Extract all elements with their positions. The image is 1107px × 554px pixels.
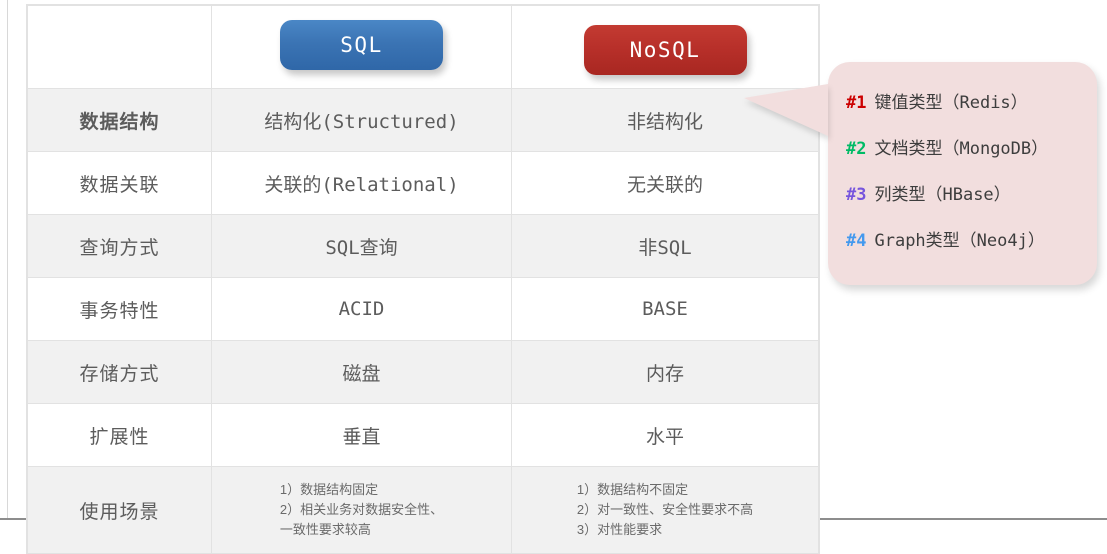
cell-nosql-data-relation: 无关联的 [511,151,819,215]
nosql-use-case-list: 1）数据结构不固定 2）对一致性、安全性要求不高 3）对性能要求 [577,480,753,540]
list-item: #2 文档类型（MongoDB） [846,126,1089,172]
cell-sql-transaction: ACID [211,277,512,341]
callout-item-number: #4 [846,231,867,251]
row-label-query-method: 查询方式 [27,214,212,278]
header-cell-nosql: NoSQL [511,5,819,89]
list-item: 1）数据结构固定 [279,481,379,497]
callout-tail-icon [744,84,828,136]
list-item: 3）对性能要求 [576,522,663,538]
sql-use-case-list: 1）数据结构固定 2）相关业务对数据安全性、 一致性要求较高 [280,480,443,540]
table-row: 扩展性 垂直 水平 [27,403,819,467]
list-item: #4 Graph类型（Neo4j） [846,218,1089,264]
cell-sql-data-structure: 结构化(Structured) [211,88,512,152]
table-row: 存储方式 磁盘 内存 [27,340,819,404]
slide-left-rule [7,0,8,519]
callout-item-number: #2 [846,139,867,159]
cell-nosql-transaction: BASE [511,277,819,341]
sql-nosql-comparison-table: SQL NoSQL 数据结构 结构化(Structured) 非结构化 数据关联… [27,5,819,554]
cell-sql-scalability: 垂直 [211,403,512,467]
cell-sql-query-method: SQL查询 [211,214,512,278]
table-row: 查询方式 SQL查询 非SQL [27,214,819,278]
row-label-scalability: 扩展性 [27,403,212,467]
table-row: 数据结构 结构化(Structured) 非结构化 [27,88,819,152]
row-label-transaction: 事务特性 [27,277,212,341]
list-item: 2）相关业务对数据安全性、 [279,501,444,517]
list-item: #1 键值类型（Redis） [846,80,1089,126]
row-label-use-case: 使用场景 [27,466,212,554]
sql-pill-button[interactable]: SQL [280,20,443,70]
row-label-storage: 存储方式 [27,340,212,404]
header-corner-cell [27,5,212,89]
table-row: 数据关联 关联的(Relational) 无关联的 [27,151,819,215]
table-row: 事务特性 ACID BASE [27,277,819,341]
nosql-pill-button[interactable]: NoSQL [583,25,747,75]
cell-nosql-scalability: 水平 [511,403,819,467]
cell-nosql-query-method: 非SQL [511,214,819,278]
cell-nosql-use-case: 1）数据结构不固定 2）对一致性、安全性要求不高 3）对性能要求 [511,466,819,554]
callout-item-label: Graph类型（Neo4j） [874,231,1045,251]
callout-item-number: #3 [846,185,867,205]
callout-item-label: 键值类型（Redis） [874,93,1028,113]
callout-item-label: 文档类型（MongoDB） [874,139,1049,159]
list-item: 2）对一致性、安全性要求不高 [576,501,754,517]
table-row: 使用场景 1）数据结构固定 2）相关业务对数据安全性、 一致性要求较高 1）数据… [27,466,819,554]
cell-sql-storage: 磁盘 [211,340,512,404]
callout-item-label: 列类型（HBase） [874,185,1011,205]
cell-nosql-storage: 内存 [511,340,819,404]
header-cell-sql: SQL [211,5,512,89]
list-item: #3 列类型（HBase） [846,172,1089,218]
nosql-types-callout: #1 键值类型（Redis） #2 文档类型（MongoDB） #3 列类型（HBas… [744,62,1097,285]
cell-sql-use-case: 1）数据结构固定 2）相关业务对数据安全性、 一致性要求较高 [211,466,512,554]
callout-item-list: #1 键值类型（Redis） #2 文档类型（MongoDB） #3 列类型（HBas… [846,80,1089,264]
row-label-data-relation: 数据关联 [27,151,212,215]
list-item: 一致性要求较高 [279,522,371,538]
callout-item-number: #1 [846,93,867,113]
row-label-data-structure: 数据结构 [27,88,212,152]
cell-sql-data-relation: 关联的(Relational) [211,151,512,215]
list-item: 1）数据结构不固定 [576,481,689,497]
table-header-row: SQL NoSQL [27,5,819,89]
